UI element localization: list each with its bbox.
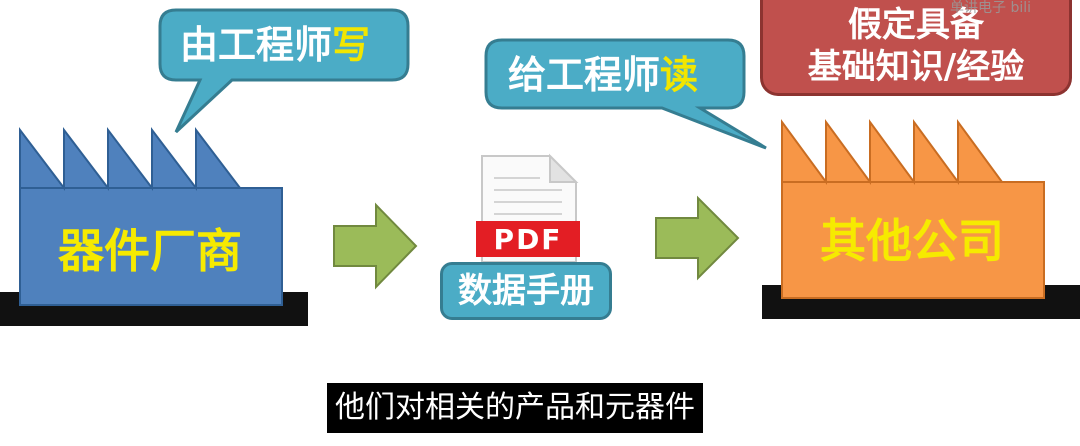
left-bubble-text: 由工程师 — [180, 23, 333, 67]
other-company-label: 其他公司 — [820, 214, 1004, 268]
document-lines — [494, 177, 562, 215]
left-bubble-label: 由工程师写 — [180, 26, 370, 64]
video-subtitle: 他们对相关的产品和元器件 — [327, 383, 703, 433]
manufacturer-factory — [19, 127, 283, 306]
left-bubble-highlight: 写 — [332, 23, 371, 67]
middle-bubble-highlight: 读 — [660, 53, 699, 97]
manufacturer-label: 器件厂商 — [58, 224, 242, 278]
assumption-line-2: 基础知识/经验 — [807, 47, 1025, 87]
datasheet-label-box: 数据手册 — [440, 262, 612, 320]
datasheet-label: 数据手册 — [458, 271, 594, 311]
arrow-right-icon-2 — [655, 195, 740, 281]
middle-bubble-text: 给工程师 — [508, 53, 661, 97]
middle-bubble-label: 给工程师读 — [508, 56, 698, 94]
arrow-right-icon — [333, 202, 418, 290]
pdf-badge-text: PDF — [494, 223, 563, 256]
pdf-badge — [476, 221, 580, 257]
assumption-line-1: 假定具备 — [848, 5, 984, 45]
left-speech-bubble — [158, 8, 410, 134]
document-fold — [549, 153, 579, 183]
middle-speech-bubble — [484, 38, 767, 150]
other-company-factory — [781, 118, 1045, 299]
assumption-box: 假定具备 基础知识/经验 — [760, 0, 1072, 96]
watermark: 单讲电子 bili — [950, 0, 1032, 16]
